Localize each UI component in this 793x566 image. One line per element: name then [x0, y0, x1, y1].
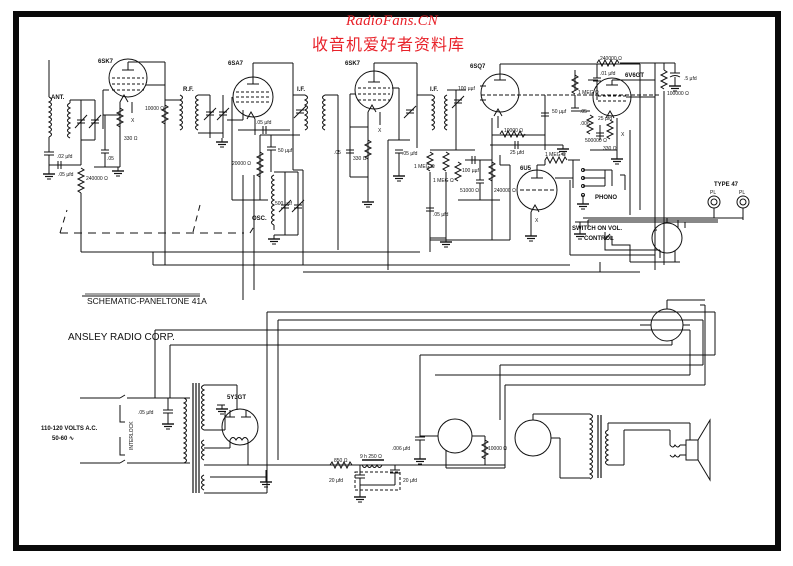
label-interlock: INTERLOCK [129, 421, 135, 450]
val-c-ant-02: .02 µfd [57, 154, 73, 160]
val-r-1meg-b: 1 MEG Ω [433, 178, 454, 184]
val-c-line-05: .05 µfd [138, 410, 154, 416]
tube-5y3gt-rectifier [221, 408, 259, 446]
val-c-100-a: 100 µµf [458, 86, 475, 92]
val-r-51000: 51000 Ω [460, 188, 479, 194]
val-r-1meg-6u5: 1 MEG Ω [545, 152, 566, 158]
val-r-10000-c: 10000 Ω [488, 446, 507, 452]
sheet-border [13, 11, 781, 551]
val-c-5: .5 µfd [684, 76, 697, 82]
val-c-05-d: .05 µfd [433, 212, 449, 218]
label-if1: I.F. [297, 87, 305, 93]
power-input-line2: 50-60 ∿ [52, 436, 74, 442]
val-r-10000: 10000 Ω [145, 106, 164, 112]
val-r-240000-b: 240000 Ω [494, 188, 516, 194]
val-r-330-b: 330 Ω [353, 156, 367, 162]
val-r-100000: 100000 Ω [667, 91, 689, 97]
watermark-site: RadioFans.CN [346, 13, 438, 29]
pilot-lamp-1 [707, 195, 721, 209]
val-r-330-a: 330 Ω [124, 136, 138, 142]
label-x-2: X [378, 128, 382, 134]
val-c-50: 50 µµf [552, 109, 567, 115]
val-c-20-b: 20 µfd [403, 478, 417, 484]
socket-lower [650, 308, 684, 342]
speaker-icon [669, 418, 711, 482]
label-5y3gt: 5Y3GT [227, 395, 246, 401]
label-control: CONTROL [584, 236, 614, 242]
label-x-1: X [131, 118, 135, 124]
val-c-ant-05: .05 µfd [58, 172, 74, 178]
val-r-1meg-a: 1 MEG Ω [414, 164, 435, 170]
val-c-50-osc: 50 µµf [278, 148, 293, 154]
socket-output-plug [437, 418, 473, 454]
val-c-20-a: 20 µfd [329, 478, 343, 484]
power-input-line1: 110-120 VOLTS A.C. [41, 426, 98, 432]
schematic-title: SCHEMATIC-PANELTONE 41A [87, 296, 207, 306]
label-type47: TYPE 47 [714, 182, 739, 188]
label-rf: R.F. [183, 87, 194, 93]
val-c-05-osc: .05 µfd [256, 120, 272, 126]
val-r-1meg-c: 1 MEG Ω [578, 90, 599, 96]
label-if2: I.F. [430, 87, 438, 93]
label-pl-1: PL [710, 190, 716, 196]
val-c-006-b: .006 µfd [392, 446, 410, 452]
val-r-500000: 500000 Ω [585, 138, 607, 144]
val-r-240000-a: 240000 Ω [86, 176, 108, 182]
tube-6sk7-rf [108, 58, 148, 98]
val-c-05-b: .05 [334, 150, 341, 156]
val-r-240000-c: 240000 Ω [600, 56, 622, 62]
label-6v6gt: 6V6GT [625, 73, 644, 79]
label-switch-on-vol: SWITCH ON VOL. [572, 226, 622, 232]
label-6u5: 6U5 [520, 166, 532, 172]
watermark-subtitle: 收音机爱好者资料库 [312, 35, 466, 54]
val-r-330-c: 330 Ω [603, 146, 617, 152]
pilot-lamp-2 [736, 195, 750, 209]
val-r-850: 850 Ω [334, 458, 348, 464]
manufacturer-name: ANSLEY RADIO CORP. [68, 332, 175, 343]
val-c-05-a: .05 [107, 156, 114, 162]
val-c-01: .01 µfd [600, 71, 616, 77]
label-6sk7-if: 6SK7 [345, 61, 361, 67]
val-r-10000-b: 10000 Ω [504, 128, 523, 134]
val-c-100-b: 100 µµf [462, 168, 479, 174]
label-6sk7-rf: 6SK7 [98, 59, 114, 65]
label-phono: PHONO [595, 195, 617, 201]
label-ant: ANT. [51, 95, 65, 101]
label-6sa7: 6SA7 [228, 61, 244, 67]
label-pl-2: PL [739, 190, 745, 196]
val-c-25-b: 25 µfd [598, 116, 612, 122]
val-c-25: 25 µfd [510, 150, 524, 156]
val-choke-9h: 9 h 250 Ω [360, 454, 382, 460]
label-x-3: X [535, 218, 539, 224]
val-c-006: .006 [580, 121, 590, 127]
val-c-05-c: .05 µfd [402, 151, 418, 157]
val-c-osc-pad: 500 µµf [275, 201, 292, 207]
val-c-05-e: .05 [580, 109, 587, 115]
socket-speaker [514, 419, 552, 457]
val-r-20000: 20000 Ω [232, 161, 251, 167]
label-6sq7: 6SQ7 [470, 64, 486, 70]
label-x-4: X [621, 132, 625, 138]
label-osc: OSC. [252, 216, 267, 222]
antenna-coil [47, 60, 95, 152]
